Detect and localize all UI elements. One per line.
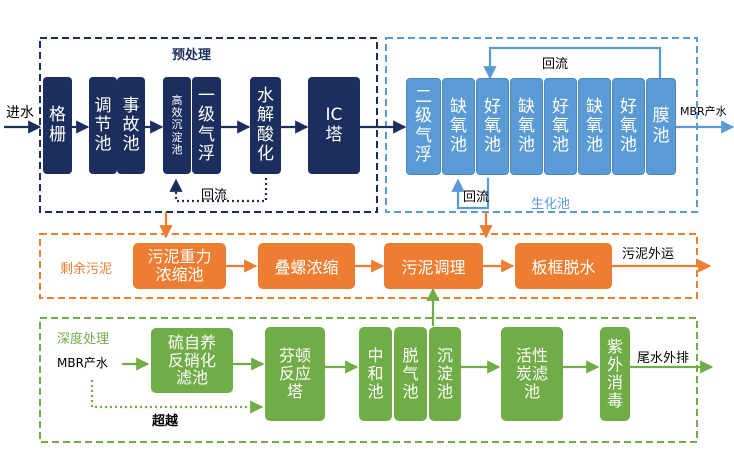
anoxic-tank-2: 缺 氧 池 xyxy=(510,78,543,175)
advanced-frame xyxy=(39,317,698,443)
aerobic-tank-2: 好 氧 池 xyxy=(544,78,577,175)
pretreatment-title: 预处理 xyxy=(172,48,212,63)
high-efficiency-settling-tank: 高 效 沉 淀 池 xyxy=(163,77,191,174)
uv-disinfection: 紫 外 消 毒 xyxy=(600,327,630,421)
biochem-title: 生化池 xyxy=(531,197,571,212)
membrane-tank: 膜 池 xyxy=(646,78,676,175)
sedimentation-tank: 沉 淀 池 xyxy=(429,327,461,421)
biochem-reflux-bottom-line xyxy=(451,178,490,210)
sludge-outlet-label: 污泥外运 xyxy=(622,247,675,262)
pretreatment-reflux-label: 回流 xyxy=(201,188,228,203)
biochem-frame xyxy=(385,37,698,213)
sulfur-autotrophic-denitrification-filter: 硫自养 反硝化 滤池 xyxy=(151,328,233,393)
anoxic-tank-3: 缺 氧 池 xyxy=(578,78,611,175)
sludge-conditioning: 污泥调理 xyxy=(384,243,483,289)
sludge-title: 剩余污泥 xyxy=(60,262,113,277)
aerobic-tank-1: 好 氧 池 xyxy=(476,78,509,175)
advanced-title: 深度处理 xyxy=(57,332,110,347)
plate-frame-dewatering: 板框脱水 xyxy=(515,243,612,289)
accident-tank: 事 故 池 xyxy=(117,77,145,174)
aerobic-tank-3: 好 氧 池 xyxy=(612,78,645,175)
screen-unit: 格 栅 xyxy=(43,77,72,174)
pretreatment-reflux-line xyxy=(169,178,268,203)
mbr-outlet-label: MBR产水 xyxy=(680,105,727,118)
secondary-air-flotation: 二 级 气 浮 xyxy=(406,78,441,175)
advanced-inlet-label: MBR产水 xyxy=(57,356,108,370)
ic-tower: IC 塔 xyxy=(308,77,360,174)
biochem-reflux-bottom-label: 回流 xyxy=(463,190,490,205)
gravity-thickening-tank: 污泥重力 浓缩池 xyxy=(133,243,226,289)
bypass-line xyxy=(90,380,264,414)
neutralization-tank: 中 和 池 xyxy=(359,327,392,421)
screw-press-thickening: 叠螺浓缩 xyxy=(258,243,355,289)
tail-water-label: 尾水外排 xyxy=(637,351,690,366)
bypass-label: 超越 xyxy=(152,414,179,429)
primary-air-flotation: 一 级 气 浮 xyxy=(192,77,221,174)
biochem-reflux-top-line xyxy=(483,46,662,80)
activated-carbon-filter: 活性 炭滤 池 xyxy=(501,327,563,421)
anoxic-tank-1: 缺 氧 池 xyxy=(442,78,475,175)
degassing-tank: 脱 气 池 xyxy=(394,327,427,421)
adjusting-tank: 调 节 池 xyxy=(89,77,117,174)
inlet-label: 进水 xyxy=(6,105,34,121)
hydrolysis-acidification: 水 解 酸 化 xyxy=(250,77,281,174)
fenton-reaction-tower: 芬顿 反应 塔 xyxy=(265,327,325,421)
biochem-reflux-top-label: 回流 xyxy=(542,57,569,72)
